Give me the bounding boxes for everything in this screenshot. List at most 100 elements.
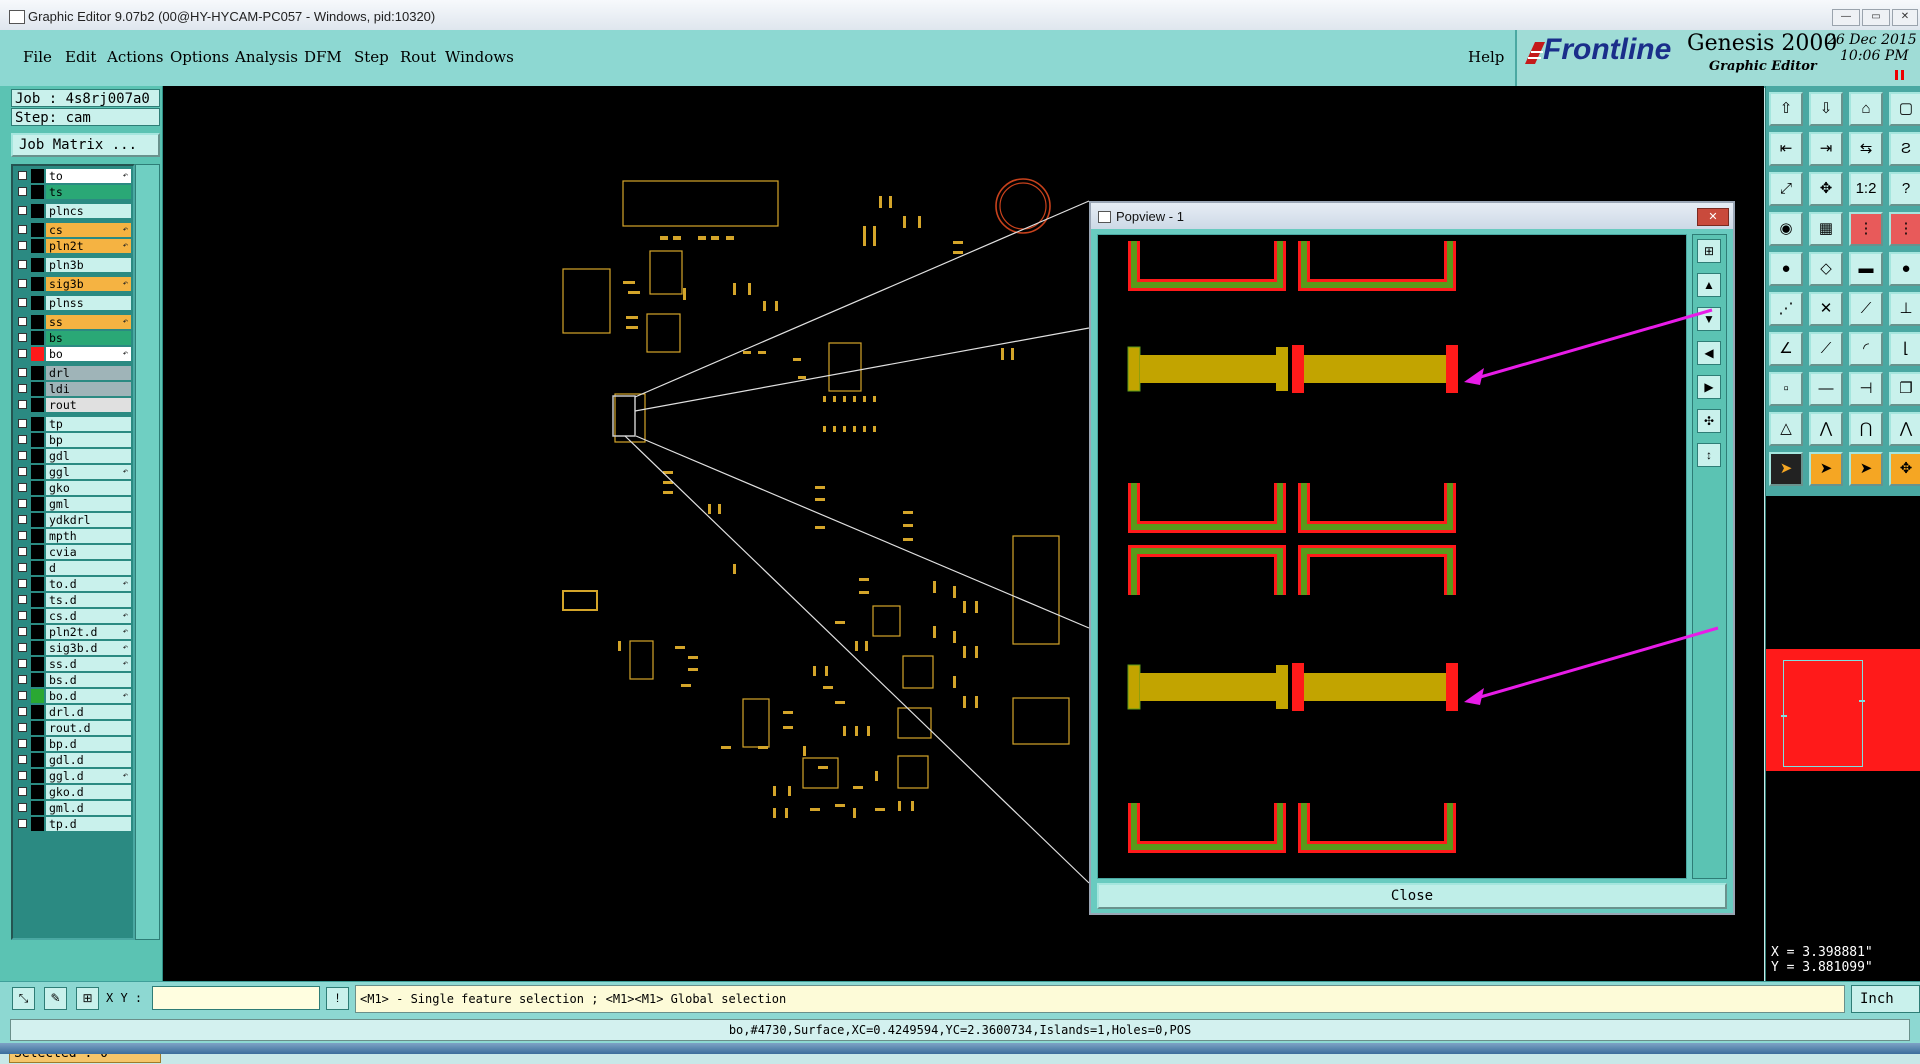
layer-row[interactable]: to↶ <box>16 169 133 183</box>
layer-row[interactable]: cvia <box>16 545 133 559</box>
copy-icon[interactable]: ❐ <box>1889 372 1920 406</box>
xy-input[interactable] <box>152 986 320 1010</box>
window-icon[interactable]: ▢ <box>1889 92 1920 126</box>
layer-checkbox[interactable] <box>18 739 27 748</box>
layer-row[interactable]: rout.d <box>16 721 133 735</box>
popview-pan-left-icon[interactable]: ◀ <box>1697 341 1721 365</box>
bracket-icon[interactable]: ⌊ <box>1889 332 1920 366</box>
layer-checkbox[interactable] <box>18 627 27 636</box>
overview-minimap[interactable] <box>1766 649 1920 771</box>
layer-checkbox[interactable] <box>18 349 27 358</box>
layer-name[interactable]: gdl.d <box>46 753 131 767</box>
scale-1-2-icon[interactable]: 1:2 <box>1849 172 1883 206</box>
layer-row[interactable]: ss↶ <box>16 315 133 329</box>
snap-alt-icon[interactable]: ⋮ <box>1889 212 1920 246</box>
add-shape-icon[interactable]: ◇ <box>1809 252 1843 286</box>
layer-checkbox[interactable] <box>18 819 27 828</box>
layer-name[interactable]: plnss <box>46 296 131 310</box>
layer-row[interactable]: rout <box>16 398 133 412</box>
popview-center-icon[interactable]: ✣ <box>1697 409 1721 433</box>
job-matrix-button[interactable]: Job Matrix ... <box>11 133 160 157</box>
layer-row[interactable]: drl <box>16 366 133 380</box>
popview-zoom-in-icon[interactable]: ▲ <box>1697 273 1721 297</box>
layer-row[interactable]: ldi <box>16 382 133 396</box>
menu-edit[interactable]: Edit <box>65 48 97 66</box>
home-icon[interactable]: ⌂ <box>1849 92 1883 126</box>
layer-name[interactable]: cvia <box>46 545 131 559</box>
layer-name[interactable]: bs.d <box>46 673 131 687</box>
edit-tool-icon[interactable]: ✎ <box>44 987 67 1010</box>
add-pad-icon[interactable]: ● <box>1769 252 1803 286</box>
layer-row[interactable]: cs↶ <box>16 223 133 237</box>
layer-checkbox[interactable] <box>18 467 27 476</box>
layer-row[interactable]: gml <box>16 497 133 511</box>
layer-name[interactable]: cs↶ <box>46 223 131 237</box>
layer-checkbox[interactable] <box>18 171 27 180</box>
layer-name[interactable]: ggl.d↶ <box>46 769 131 783</box>
triangle-icon[interactable]: △ <box>1769 412 1803 446</box>
layer-name[interactable]: d <box>46 561 131 575</box>
pattern-icon[interactable]: ▬ <box>1849 252 1883 286</box>
layer-row[interactable]: cs.d↶ <box>16 609 133 623</box>
layer-name[interactable]: drl <box>46 366 131 380</box>
layer-row[interactable]: gko <box>16 481 133 495</box>
layer-row[interactable]: to.d↶ <box>16 577 133 591</box>
layer-row[interactable]: bp.d <box>16 737 133 751</box>
layer-name[interactable]: ggl↶ <box>46 465 131 479</box>
eye-icon[interactable]: ◉ <box>1769 212 1803 246</box>
popview-zoom-fit-icon[interactable]: ⊞ <box>1697 239 1721 263</box>
layer-row[interactable]: d <box>16 561 133 575</box>
layer-name[interactable]: to.d↶ <box>46 577 131 591</box>
layer-name[interactable]: ts <box>46 185 131 199</box>
pan-icon[interactable]: ✥ <box>1809 172 1843 206</box>
grid-icon[interactable]: ▦ <box>1809 212 1843 246</box>
layer-checkbox[interactable] <box>18 499 27 508</box>
polygon-icon[interactable]: ⋀ <box>1809 412 1843 446</box>
layer-checkbox[interactable] <box>18 515 27 524</box>
snap-icon[interactable]: ⋮ <box>1849 212 1883 246</box>
layer-row[interactable]: ss.d↶ <box>16 657 133 671</box>
layer-name[interactable]: gdl <box>46 449 131 463</box>
layer-checkbox[interactable] <box>18 547 27 556</box>
layer-checkbox[interactable] <box>18 531 27 540</box>
menu-step[interactable]: Step <box>354 48 389 66</box>
menu-dfm[interactable]: DFM <box>304 48 342 66</box>
layer-name[interactable]: bo↶ <box>46 347 131 361</box>
layer-name[interactable]: mpth <box>46 529 131 543</box>
layer-name[interactable]: sig3b↶ <box>46 277 131 291</box>
popview-titlebar[interactable]: Popview - 1 ✕ <box>1091 203 1733 229</box>
layer-row[interactable]: pln2t↶ <box>16 239 133 253</box>
select-move-icon[interactable]: ✥ <box>1889 452 1920 486</box>
popview-window[interactable]: Popview - 1 ✕ <box>1089 201 1735 915</box>
minimize-button[interactable]: — <box>1832 9 1860 26</box>
layer-checkbox[interactable] <box>18 384 27 393</box>
layer-name[interactable]: pln2t↶ <box>46 239 131 253</box>
layer-row[interactable]: tp.d <box>16 817 133 831</box>
layer-row[interactable]: mpth <box>16 529 133 543</box>
grid-tool-icon[interactable]: ⊞ <box>76 987 99 1010</box>
layer-checkbox[interactable] <box>18 419 27 428</box>
layer-row[interactable]: pln2t.d↶ <box>16 625 133 639</box>
arch-icon[interactable]: ⋂ <box>1849 412 1883 446</box>
layer-row[interactable]: plnss <box>16 296 133 310</box>
layer-checkbox[interactable] <box>18 579 27 588</box>
line-icon[interactable]: ∠ <box>1769 332 1803 366</box>
layer-up-icon[interactable]: ⇧ <box>1769 92 1803 126</box>
layer-row[interactable]: plncs <box>16 204 133 218</box>
menu-analysis[interactable]: Analysis <box>235 48 298 66</box>
popview-close-x-button[interactable]: ✕ <box>1697 208 1729 226</box>
layer-row[interactable]: ggl.d↶ <box>16 769 133 783</box>
close-window-button[interactable]: ✕ <box>1892 9 1918 26</box>
layer-checkbox[interactable] <box>18 723 27 732</box>
layer-row[interactable]: ydkdrl <box>16 513 133 527</box>
layer-row[interactable]: bo.d↶ <box>16 689 133 703</box>
layer-checkbox[interactable] <box>18 691 27 700</box>
popview-redraw-icon[interactable]: ↕ <box>1697 443 1721 467</box>
info-icon[interactable]: ! <box>326 987 349 1010</box>
layer-checkbox[interactable] <box>18 659 27 668</box>
layer-row[interactable]: bp <box>16 433 133 447</box>
layer-name[interactable]: sig3b.d↶ <box>46 641 131 655</box>
layer-list-scrollbar[interactable] <box>135 164 160 940</box>
layer-row[interactable]: pln3b <box>16 258 133 272</box>
layer-name[interactable]: tp.d <box>46 817 131 831</box>
